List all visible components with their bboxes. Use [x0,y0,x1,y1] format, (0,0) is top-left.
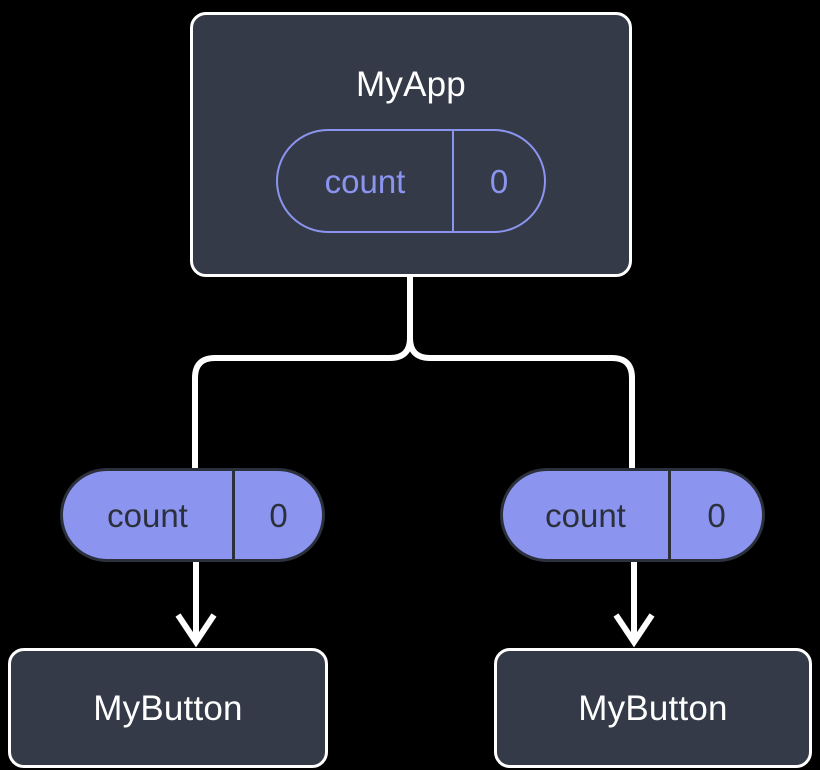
arrowhead-left [175,613,217,648]
component-node-mybutton-left[interactable]: MyButton [8,648,328,768]
prop-key-label: count [503,471,671,559]
prop-capsule-left[interactable]: count 0 [60,468,325,562]
component-title-mybutton: MyButton [93,688,243,728]
connector-root-to-left-prop [192,277,413,470]
component-title-mybutton: MyButton [578,688,728,728]
component-title-myapp: MyApp [356,65,466,104]
connector-root-to-right-prop [407,277,635,470]
state-capsule-root[interactable]: count 0 [276,129,546,233]
prop-value-label: 0 [269,496,288,534]
arrowhead-right [613,613,655,648]
state-value-label: 0 [489,162,509,200]
prop-value-label: 0 [707,496,726,534]
prop-capsule-right[interactable]: count 0 [500,468,765,562]
component-node-mybutton-right[interactable]: MyButton [494,648,812,768]
prop-key-label: count [63,471,235,559]
state-key-label: count [278,131,454,231]
